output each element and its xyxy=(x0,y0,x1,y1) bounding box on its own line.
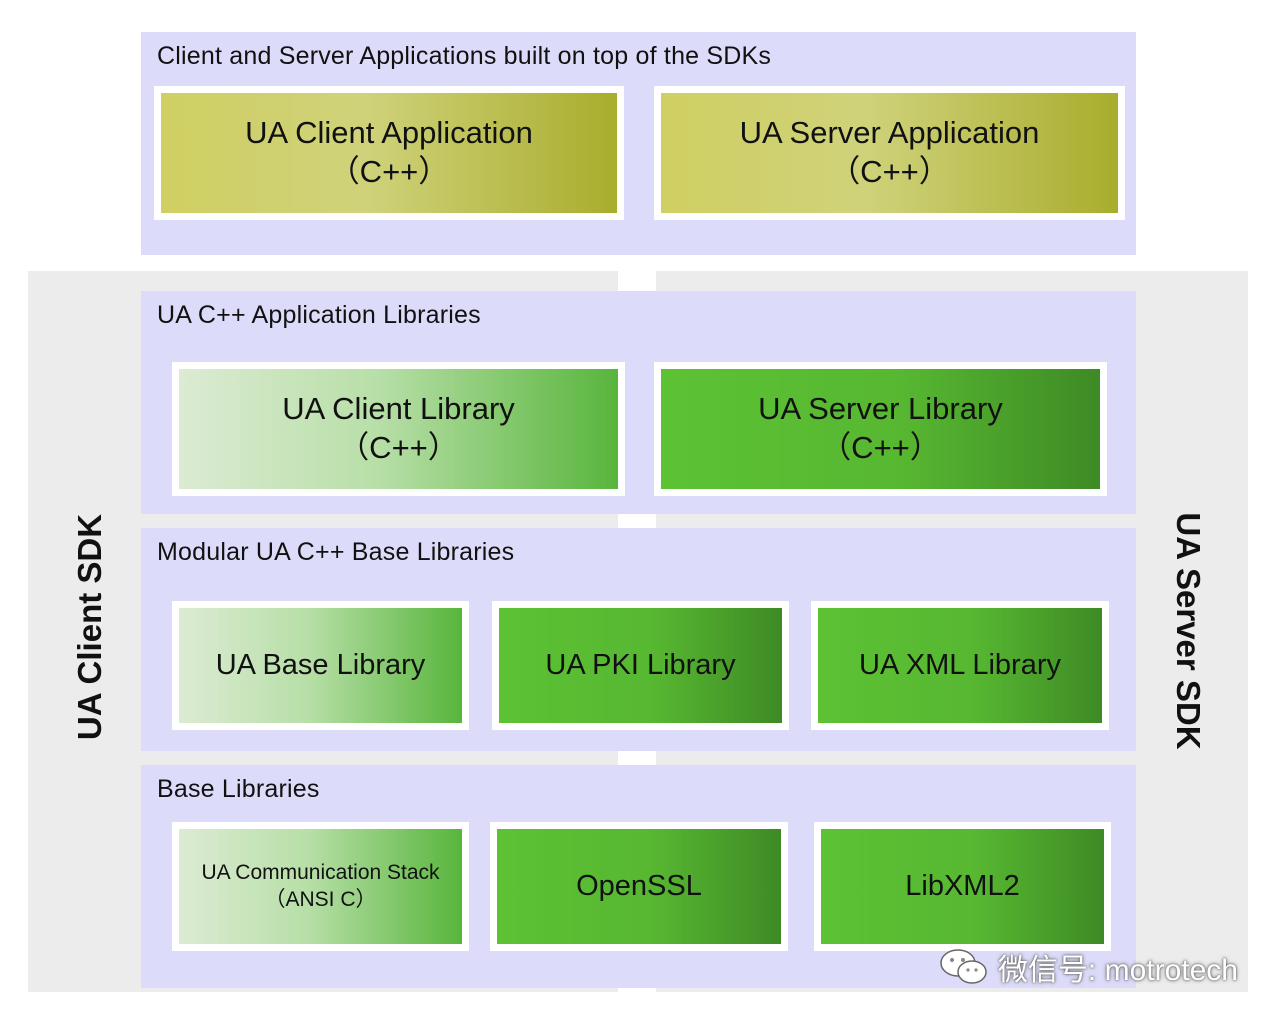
ua-xml-library-label: UA XML Library xyxy=(859,649,1061,682)
communication-stack-name: UA Communication Stack xyxy=(201,861,440,885)
modular-base-libraries-title: Modular UA C++ Base Libraries xyxy=(157,538,515,566)
ua-xml-library-box: UA XML Library xyxy=(811,601,1109,730)
openssl-box: OpenSSL xyxy=(490,822,788,951)
application-libraries-layer: UA C++ Application Libraries UA Client L… xyxy=(141,291,1136,514)
applications-layer: Client and Server Applications built on … xyxy=(141,32,1136,255)
ua-pki-library-label: UA PKI Library xyxy=(545,649,736,682)
openssl-label: OpenSSL xyxy=(576,870,702,903)
communication-stack-box: UA Communication Stack （ANSI C） xyxy=(172,822,469,951)
modular-base-libraries-layer: Modular UA C++ Base Libraries UA Base Li… xyxy=(141,528,1136,751)
wechat-icon xyxy=(940,949,987,984)
server-application-name: UA Server Application xyxy=(739,115,1040,151)
watermark-text: 微信号: motrotech xyxy=(997,954,1238,987)
server-library-box: UA Server Library （C++） xyxy=(654,362,1107,496)
server-sdk-label: UA Server SDK xyxy=(1170,512,1207,750)
applications-layer-title: Client and Server Applications built on … xyxy=(157,42,772,70)
communication-stack-lang: （ANSI C） xyxy=(264,887,377,911)
server-library-lang: （C++） xyxy=(820,430,941,465)
libxml2-box: LibXML2 xyxy=(814,822,1111,951)
client-application-box: UA Client Application （C++） xyxy=(154,86,624,220)
libxml2-label: LibXML2 xyxy=(905,870,1020,903)
client-sdk-label: UA Client SDK xyxy=(71,513,108,741)
client-application-lang: （C++） xyxy=(328,154,450,189)
watermark: 微信号: motrotech xyxy=(938,944,1238,990)
base-libraries-title: Base Libraries xyxy=(157,775,320,803)
server-library-name: UA Server Library xyxy=(758,391,1003,427)
client-application-name: UA Client Application xyxy=(245,115,533,151)
base-libraries-layer: Base Libraries UA Communication Stack （A… xyxy=(141,765,1136,988)
client-library-box: UA Client Library （C++） xyxy=(172,362,625,496)
ua-base-library-label: UA Base Library xyxy=(215,649,426,682)
client-library-name: UA Client Library xyxy=(282,391,515,427)
server-application-box: UA Server Application （C++） xyxy=(654,86,1125,220)
application-libraries-title: UA C++ Application Libraries xyxy=(157,301,481,329)
server-application-lang: （C++） xyxy=(829,154,950,189)
client-library-lang: （C++） xyxy=(338,430,459,465)
ua-base-library-box: UA Base Library xyxy=(172,601,469,730)
ua-pki-library-box: UA PKI Library xyxy=(492,601,789,730)
